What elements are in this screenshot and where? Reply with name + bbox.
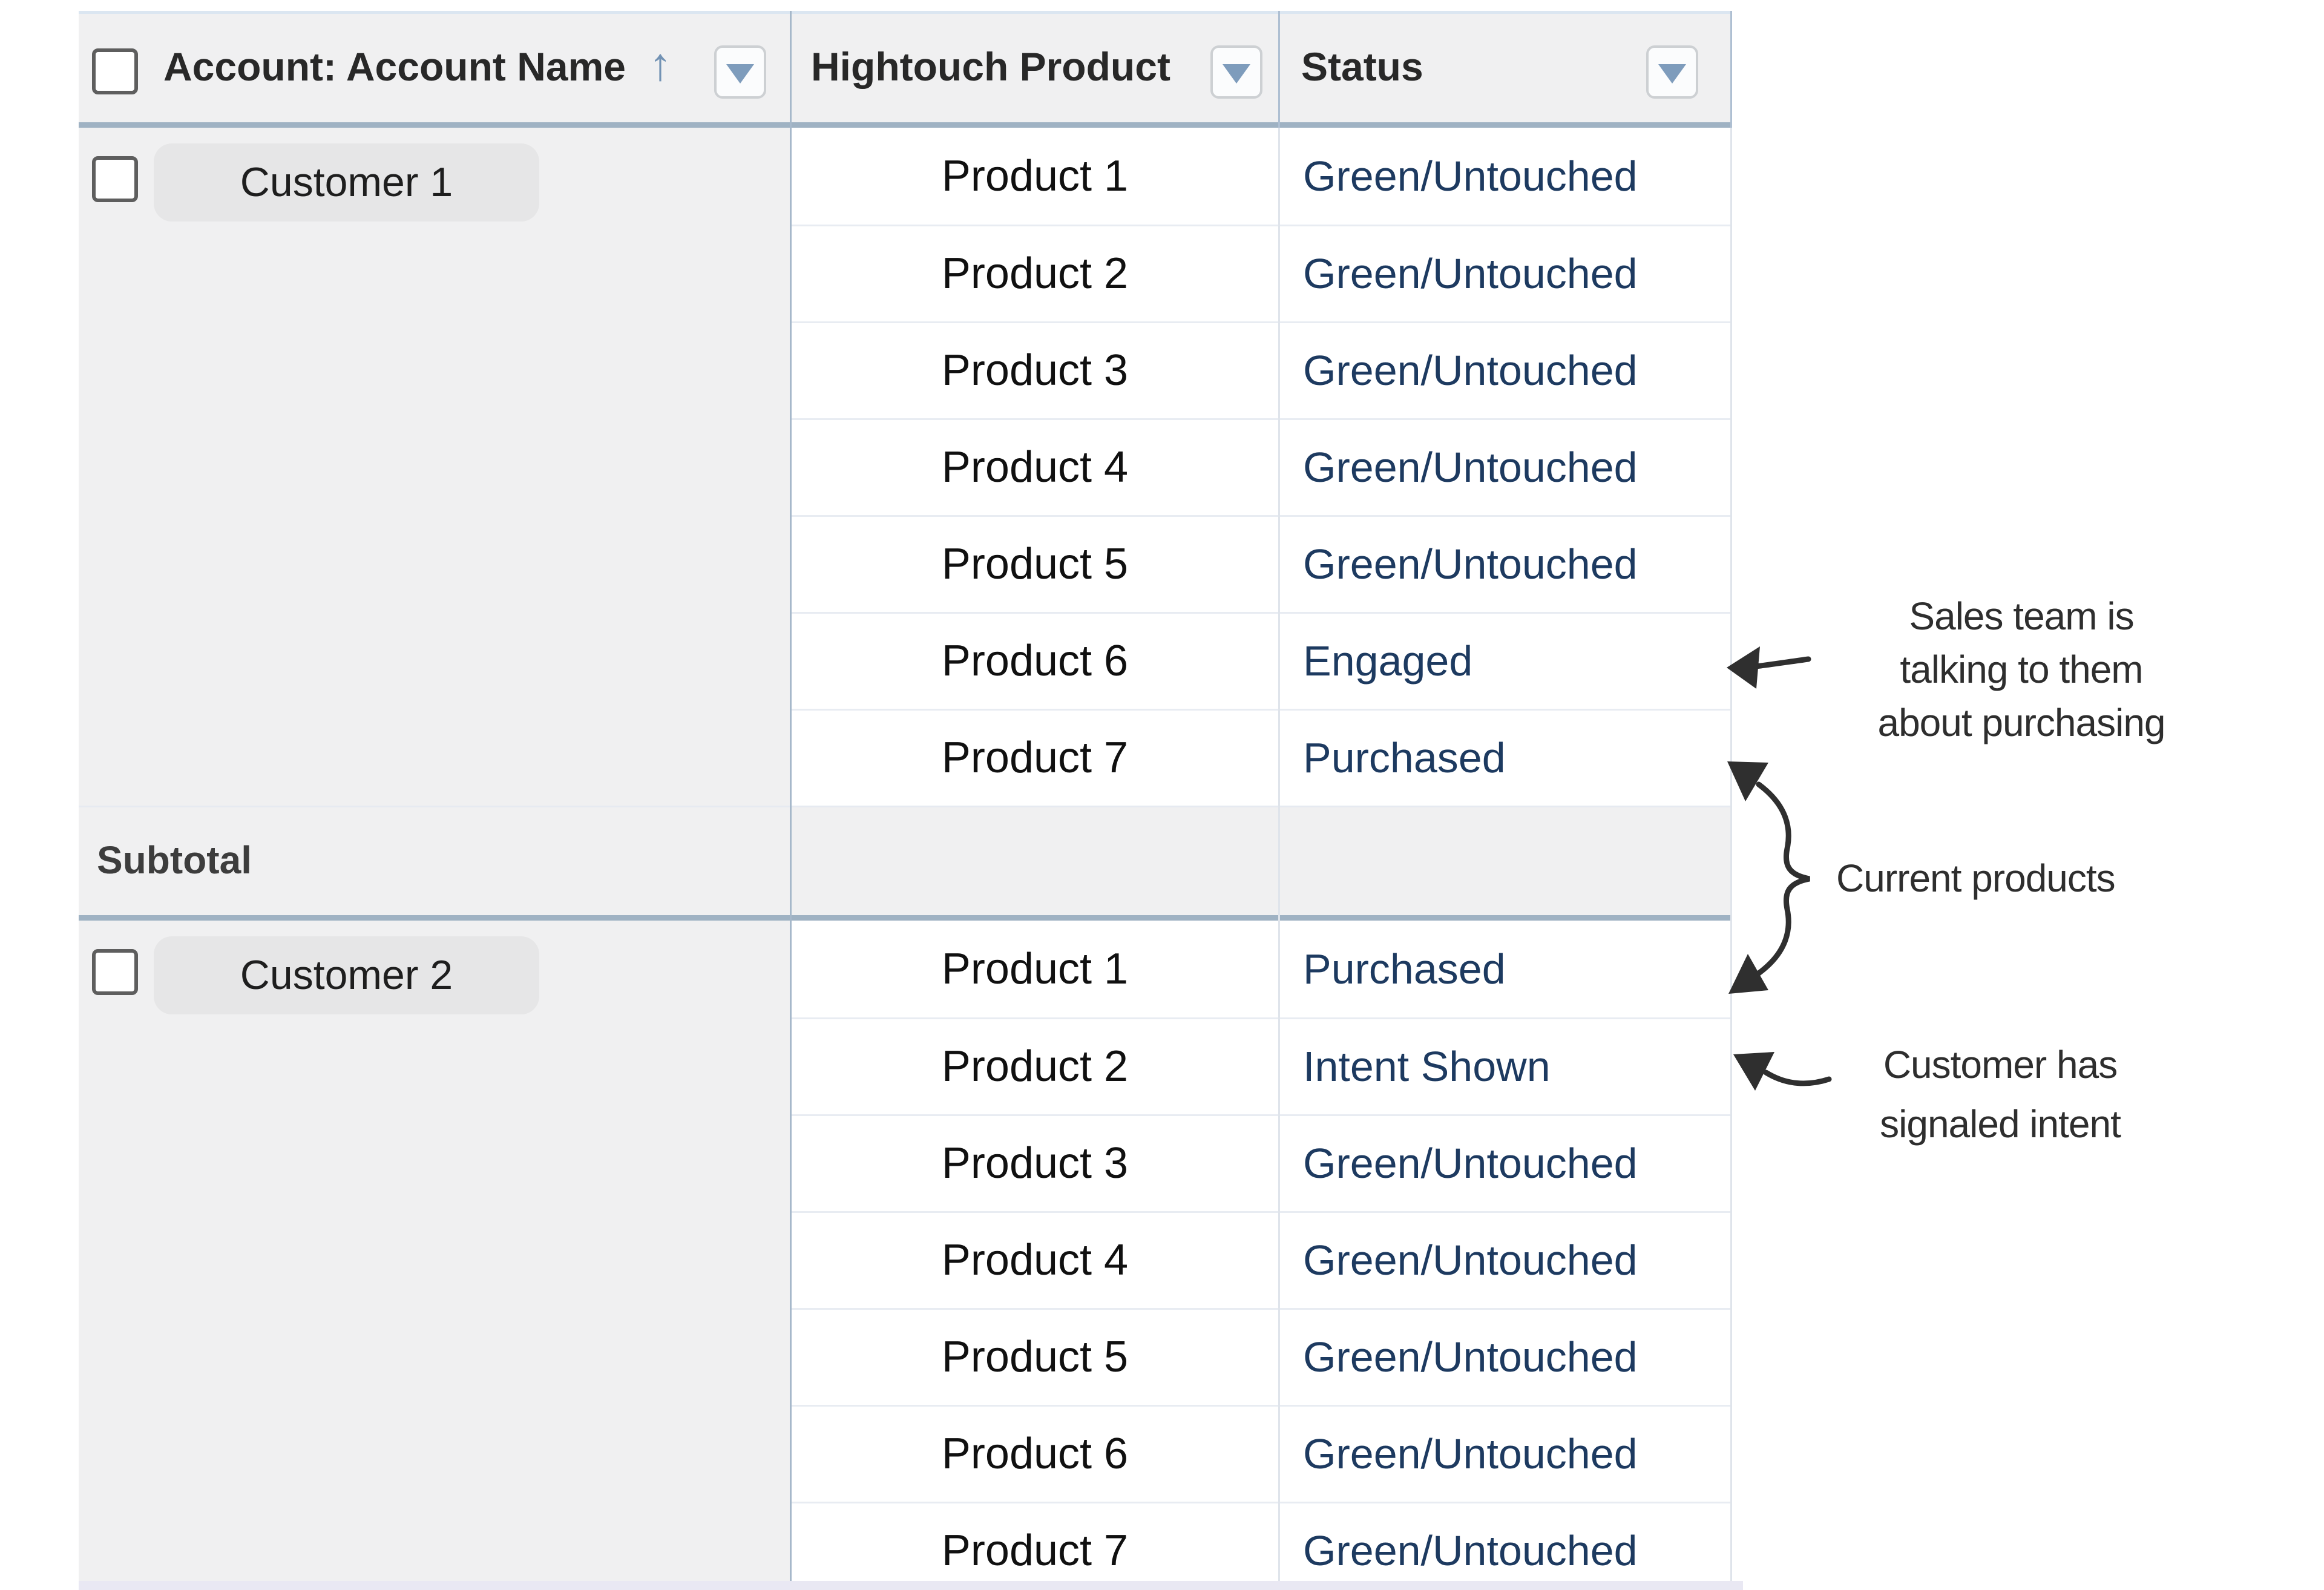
filter-dropdown-icon: [1658, 64, 1686, 84]
column-header-product[interactable]: Hightouch Product: [811, 44, 1170, 89]
product-cell: Product 4: [792, 418, 1278, 515]
column-divider-product-status-header: [1278, 11, 1280, 128]
account-pill-customer-1: Customer 1: [154, 143, 539, 222]
product-cell: Product 7: [792, 709, 1278, 806]
status-cell: Green/Untouched: [1280, 1502, 1730, 1590]
annotation-signaled-intent: Customer has signaled intent: [1788, 1035, 2212, 1154]
status-cell: Green/Untouched: [1280, 418, 1730, 515]
product-column-group-2: Product 1 Product 2 Product 3 Product 4 …: [792, 921, 1278, 1590]
annotation-line: about purchasing: [1877, 701, 2165, 744]
product-cell: Product 2: [792, 1017, 1278, 1114]
filter-button-product[interactable]: [1210, 45, 1262, 99]
product-cell: Product 5: [792, 515, 1278, 612]
subtotal-row: [79, 806, 1732, 915]
table-right-border: [1730, 128, 1732, 1581]
status-cell: Green/Untouched: [1280, 1211, 1730, 1308]
product-cell: Product 5: [792, 1308, 1278, 1405]
status-cell-purchased: Purchased: [1280, 709, 1730, 806]
status-column-group-1: Green/Untouched Green/Untouched Green/Un…: [1280, 128, 1730, 806]
row-checkbox-customer-2[interactable]: [92, 949, 138, 995]
filter-button-status[interactable]: [1646, 45, 1698, 99]
status-cell-purchased: Purchased: [1303, 945, 1506, 993]
arrow-engaged-shaft: [1748, 656, 1811, 670]
brace-current-products: [1756, 781, 1810, 976]
table-header-background: [79, 11, 1732, 122]
column-divider-account-product: [790, 11, 792, 1581]
horizontal-scrollbar-track[interactable]: [79, 1581, 1743, 1590]
column-divider-product-status: [1278, 128, 1280, 1581]
status-cell: Green/Untouched: [1280, 225, 1730, 321]
filter-button-account[interactable]: [714, 45, 766, 99]
product-cell: Product 6: [792, 612, 1278, 709]
status-cell-engaged: Engaged: [1280, 612, 1730, 709]
status-cell: Green/Untouched: [1280, 515, 1730, 612]
product-cell: Product 4: [792, 1211, 1278, 1308]
product-column-group-1: Product 1 Product 2 Product 3 Product 4 …: [792, 128, 1278, 806]
annotation-line: talking to them: [1900, 648, 2143, 691]
sort-ascending-icon: ↑: [649, 39, 672, 90]
product-cell: Product 1: [941, 152, 1129, 200]
status-cell-intent-shown: Intent Shown: [1280, 1017, 1730, 1114]
header-bottom-rule: [79, 122, 1732, 128]
filter-dropdown-icon: [726, 64, 754, 84]
annotation-line: Sales team is: [1909, 594, 2134, 638]
product-cell: Product 6: [792, 1405, 1278, 1502]
status-cell: Green/Untouched: [1280, 321, 1730, 418]
subtotal-label: Subtotal: [97, 838, 252, 882]
product-cell: Product 2: [792, 225, 1278, 321]
status-cell: Green/Untouched: [1280, 1114, 1730, 1211]
select-all-checkbox[interactable]: [92, 48, 138, 94]
column-header-account[interactable]: Account: Account Name: [163, 44, 626, 89]
annotation-sales-team: Sales team is talking to them about purc…: [1804, 590, 2239, 749]
annotation-current-products: Current products: [1836, 856, 2116, 900]
product-cell: Product 3: [792, 321, 1278, 418]
product-cell: Product 7: [792, 1502, 1278, 1590]
account-pill-customer-2: Customer 2: [154, 936, 539, 1014]
status-cell: Green/Untouched: [1303, 153, 1638, 200]
arrow-intent-head: [1733, 1052, 1774, 1091]
column-header-status[interactable]: Status: [1301, 44, 1423, 89]
brace-bottom-arrowhead: [1728, 954, 1768, 994]
table-right-border-header: [1730, 11, 1732, 128]
status-cell: Green/Untouched: [1280, 1405, 1730, 1502]
subtotal-bottom-rule: [79, 915, 1732, 921]
row-checkbox-customer-1[interactable]: [92, 156, 138, 202]
brace-top-arrowhead: [1727, 761, 1768, 801]
product-cell: Product 1: [941, 945, 1129, 993]
annotation-line: signaled intent: [1880, 1102, 2121, 1146]
filter-dropdown-icon: [1223, 64, 1250, 84]
product-cell: Product 3: [792, 1114, 1278, 1211]
annotation-line: Customer has: [1883, 1043, 2118, 1086]
status-column-group-2: Purchased Intent Shown Green/Untouched G…: [1280, 921, 1730, 1590]
table-top-border: [79, 11, 1732, 14]
status-cell: Green/Untouched: [1280, 1308, 1730, 1405]
